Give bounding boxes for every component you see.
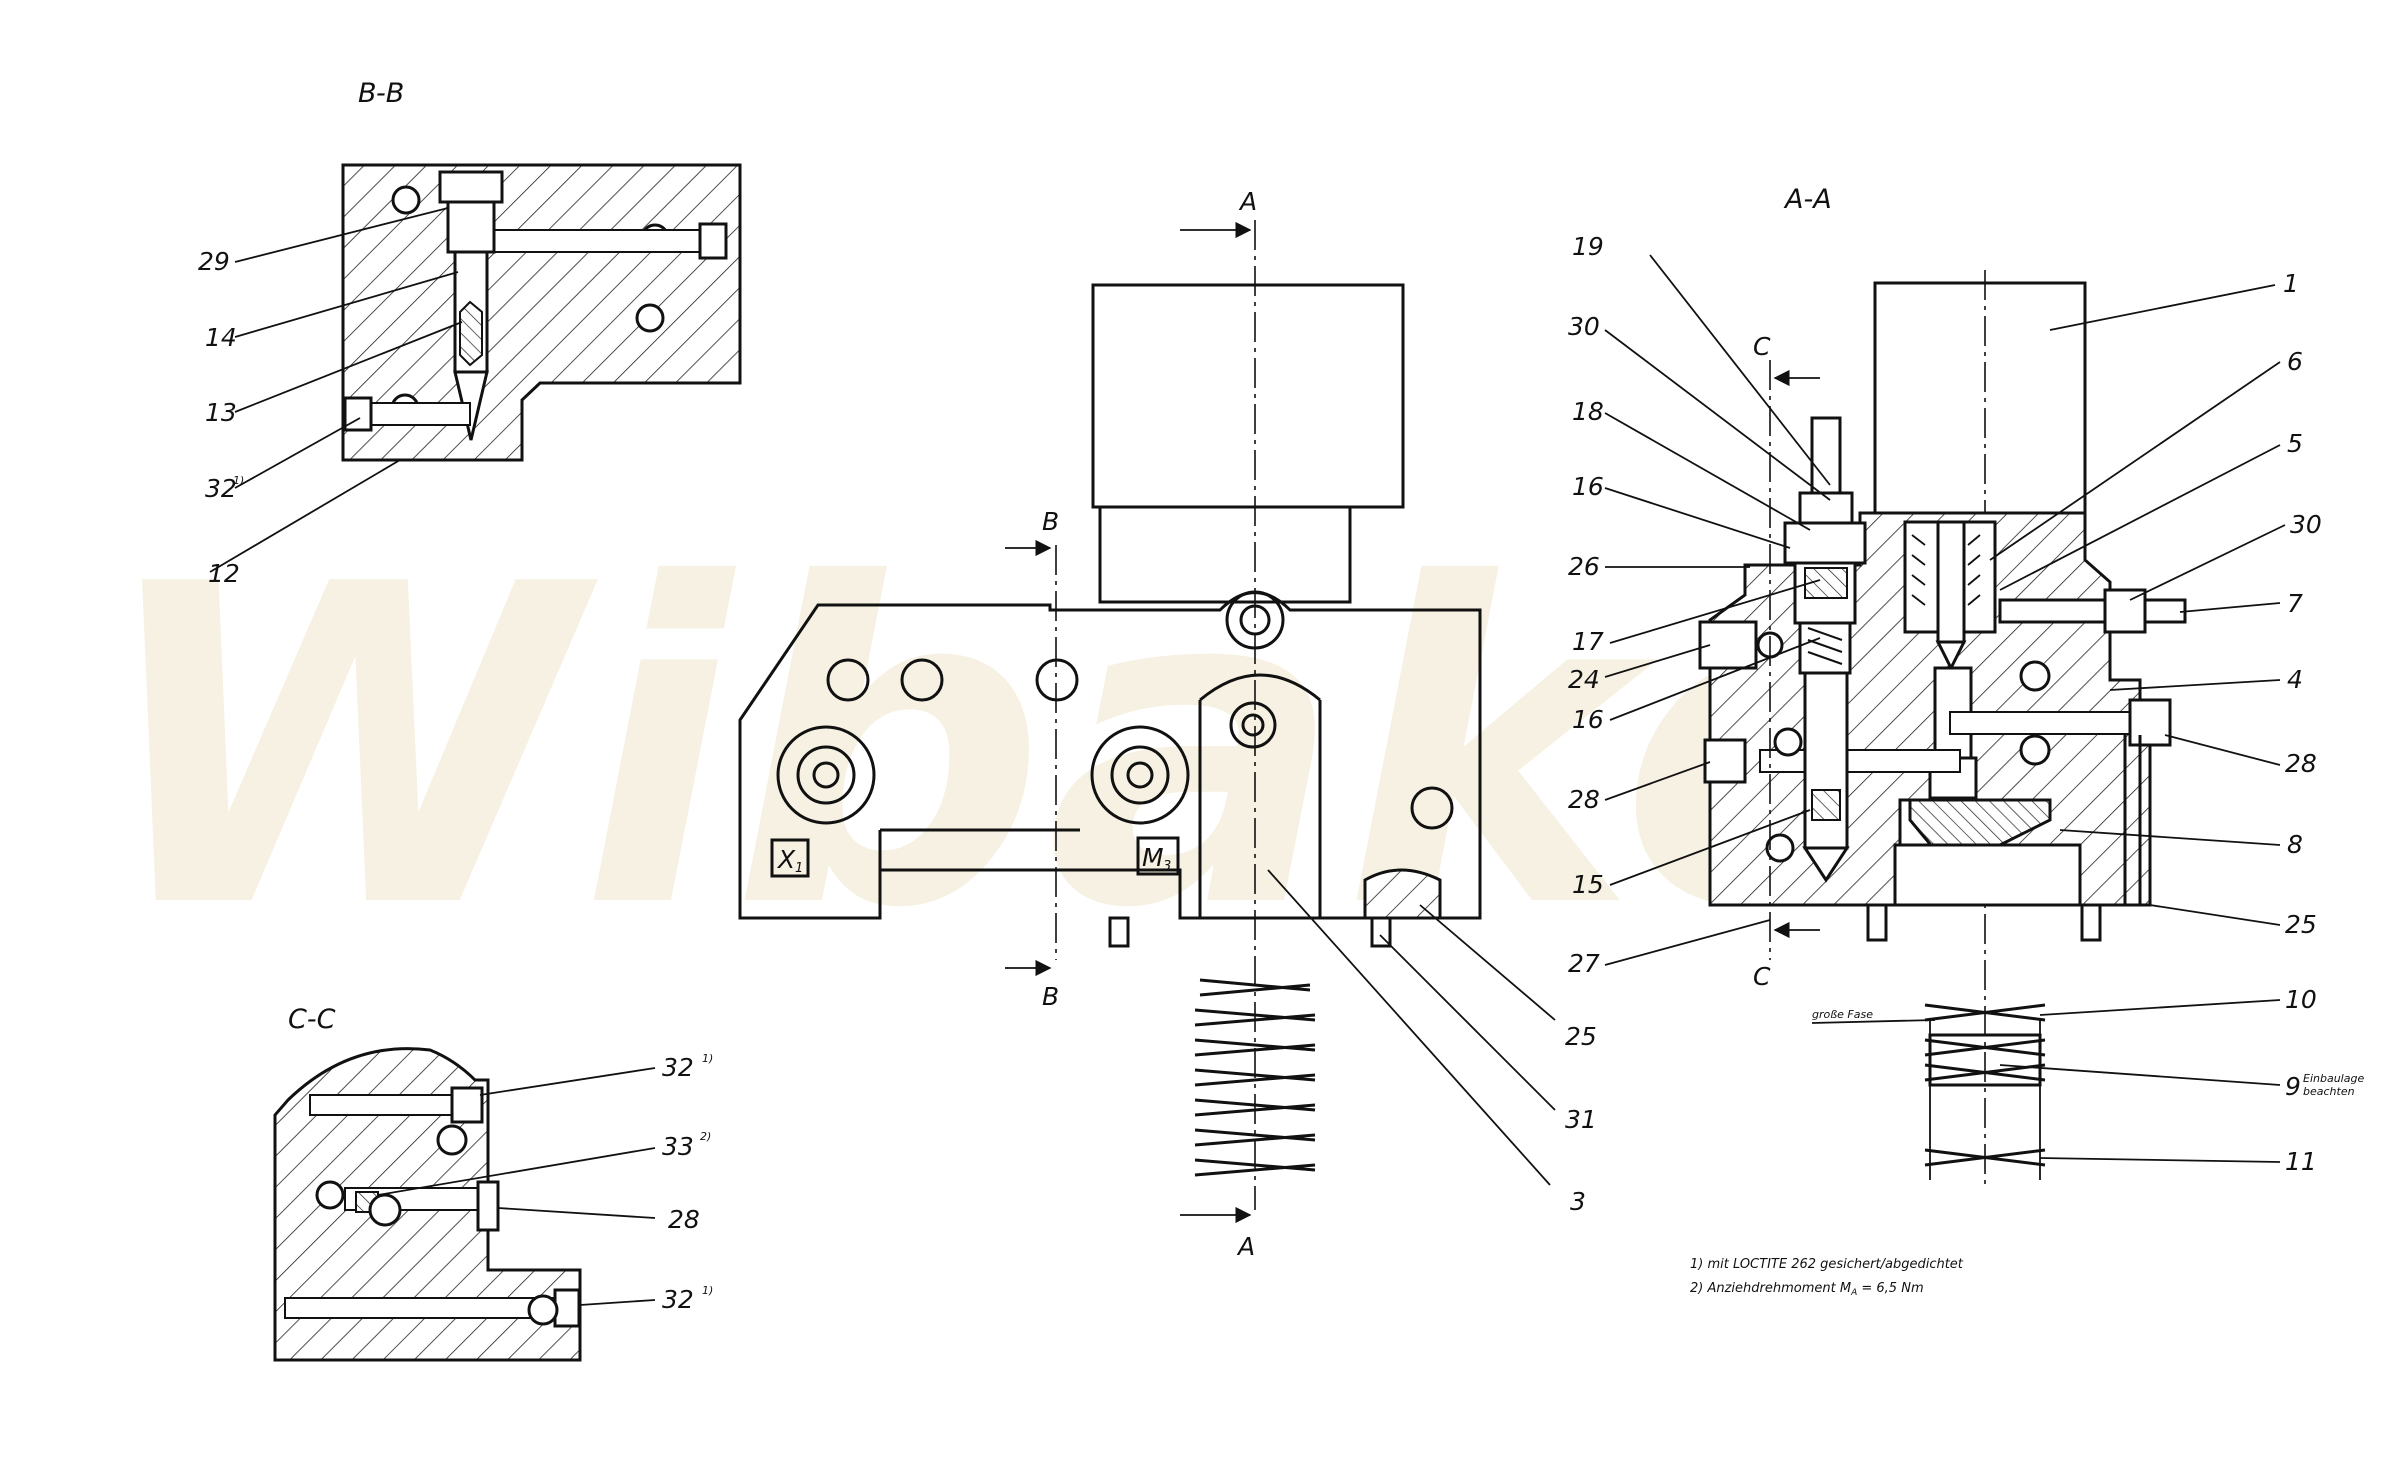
port-m: M: [1142, 843, 1164, 872]
callout-5: 5: [2287, 429, 2303, 458]
watermark-logo: Wibako: [95, 492, 1922, 1004]
callout-4: 4: [2287, 665, 2303, 694]
view-title-aa: A-A: [1783, 184, 1832, 215]
port-x-sub: 1: [795, 861, 803, 876]
port-x: X: [776, 845, 796, 874]
callout-25-front: 25: [1565, 1022, 1597, 1051]
callout-9-note2: beachten: [2303, 1085, 2355, 1098]
callout-28a: 28: [1568, 785, 1600, 814]
callout-26: 26: [1568, 552, 1600, 581]
callout-12: 12: [208, 559, 240, 588]
callout-31: 31: [1565, 1105, 1597, 1134]
callout-11: 11: [2285, 1147, 2317, 1176]
callout-25-aa: 25: [2285, 910, 2317, 939]
callout-18: 18: [1572, 397, 1604, 426]
callout-33-sup: 2): [700, 1130, 711, 1143]
callout-32b-sup: 1): [702, 1284, 713, 1297]
section-b-top: B: [1042, 507, 1059, 536]
callout-16b: 16: [1572, 705, 1604, 734]
callout-14: 14: [205, 323, 237, 352]
callout-27: 27: [1568, 949, 1600, 978]
footnote-2: 2) Anziehdrehmoment MA = 6,5 Nm: [1690, 1281, 1924, 1298]
section-a-top: A: [1238, 187, 1257, 216]
callout-19: 19: [1572, 232, 1604, 261]
callout-17: 17: [1572, 627, 1604, 656]
spring-front: [1194, 978, 1316, 1177]
callout-33: 33: [662, 1132, 694, 1161]
port-m-sub: 3: [1163, 859, 1171, 874]
label-grosse-fase: große Fase: [1812, 1008, 1873, 1021]
footnote-1: 1) mit LOCTITE 262 gesichert/abgedichtet: [1690, 1257, 1964, 1272]
callout-32b-cc: 32: [662, 1285, 694, 1314]
view-title-bb: B-B: [358, 78, 404, 109]
callout-24: 24: [1568, 665, 1600, 694]
callout-28-cc: 28: [668, 1205, 700, 1234]
callout-32a-cc: 32: [662, 1053, 694, 1082]
callout-30b: 30: [2290, 510, 2322, 539]
callout-28b: 28: [2285, 749, 2317, 778]
callout-29: 29: [198, 247, 230, 276]
section-c-bottom: C: [1753, 962, 1771, 991]
callout-32a-sup: 1): [702, 1052, 713, 1065]
callout-32: 32: [205, 474, 237, 503]
callout-13: 13: [205, 398, 237, 427]
callout-7: 7: [2287, 589, 2303, 618]
view-aa: A-A: [1568, 184, 2364, 1298]
callout-8: 8: [2287, 830, 2303, 859]
callout-6: 6: [2287, 347, 2303, 376]
callout-9-note1: Einbaulage: [2303, 1072, 2364, 1085]
callout-30a: 30: [1568, 312, 1600, 341]
callout-10: 10: [2285, 985, 2317, 1014]
view-cc: C-C 32 1) 33 2) 28 32 1): [273, 1004, 713, 1362]
section-c-top: C: [1753, 332, 1771, 361]
section-b-bottom: B: [1042, 982, 1059, 1011]
view-title-cc: C-C: [288, 1004, 336, 1035]
callout-32-sup: 1): [233, 474, 244, 487]
callout-16a: 16: [1572, 472, 1604, 501]
section-a-bottom: A: [1236, 1232, 1255, 1261]
callout-15: 15: [1572, 870, 1604, 899]
callout-1: 1: [2283, 269, 2299, 298]
view-front: X 1 M 3 A A B B 25 31 3: [738, 187, 1597, 1261]
view-bb: B-B 29 14 13 32 1) 12: [198, 78, 742, 588]
spring-set: [1924, 1003, 2046, 1180]
callout-9: 9: [2285, 1072, 2301, 1101]
callout-3: 3: [1570, 1187, 1586, 1216]
